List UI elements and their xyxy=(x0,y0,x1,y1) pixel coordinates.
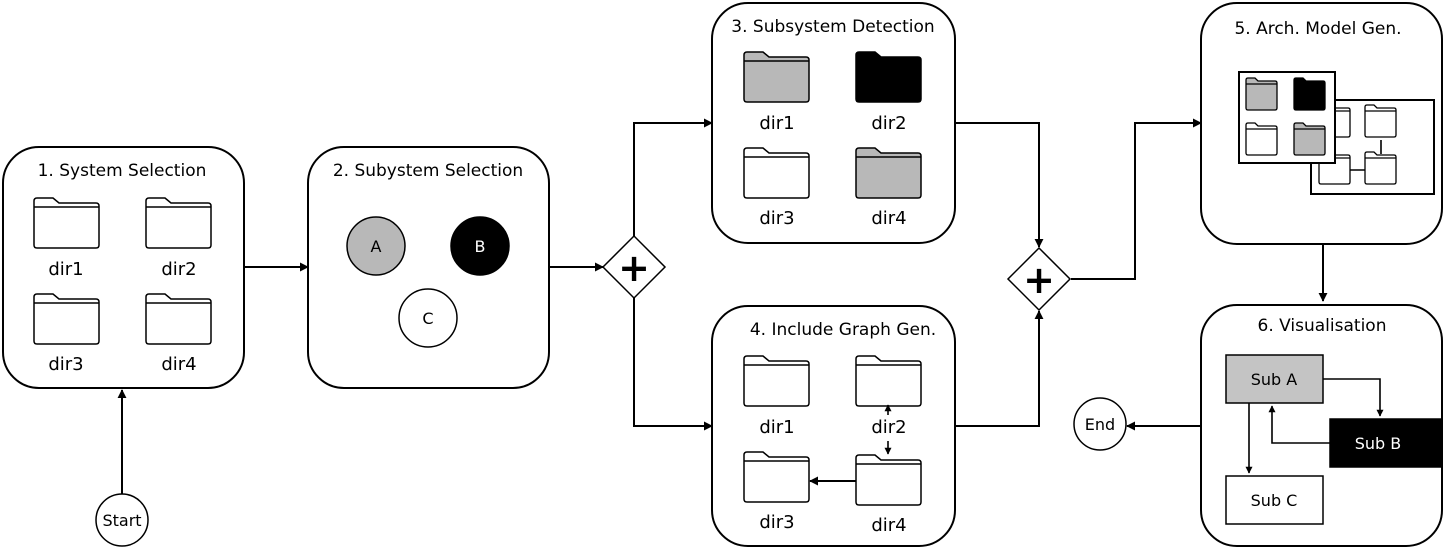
split-to-stage3-arrow xyxy=(633,118,713,236)
stage-subsystem-selection: 2. Subystem Selection A B C xyxy=(307,146,550,389)
subsystem-c-box xyxy=(1225,475,1324,525)
folder-label: dir4 xyxy=(871,208,906,229)
folder-label: dir2 xyxy=(161,259,196,280)
folder-icon xyxy=(1245,122,1278,156)
folder-icon xyxy=(743,147,810,199)
stage3-box xyxy=(711,2,956,244)
folder-label: dir2 xyxy=(871,417,906,438)
folder-icon xyxy=(1293,77,1326,111)
subsystem-b-box xyxy=(1329,418,1443,468)
folder-icon xyxy=(743,451,810,503)
subsystem-node-b xyxy=(450,216,510,276)
subsystem-node-c-label: C xyxy=(422,309,433,328)
stage-subsystem-detection: 3. Subsystem Detection dir1 dir2 dir3 di… xyxy=(711,2,956,244)
start-label: Start xyxy=(102,511,141,530)
join-gateway-plus: + xyxy=(1023,258,1055,302)
stage2-box xyxy=(307,146,550,389)
folder-icon xyxy=(1364,104,1397,138)
edge-b-to-a xyxy=(1268,405,1330,444)
folder-label: dir3 xyxy=(759,208,794,229)
end-event: End xyxy=(1073,397,1127,451)
folder-label: dir4 xyxy=(871,515,906,536)
folder-icon xyxy=(855,454,922,506)
folder-label: dir4 xyxy=(161,354,196,375)
split-gateway-plus: + xyxy=(618,246,650,290)
stage3-to-join-arrow xyxy=(955,122,1044,248)
join-to-stage5-arrow xyxy=(1071,118,1202,280)
folder-icon xyxy=(743,355,810,407)
stage1-box xyxy=(2,146,245,389)
connectors xyxy=(117,118,1328,497)
folder-icon xyxy=(855,355,922,407)
folder-label: dir1 xyxy=(759,417,794,438)
subsystem-a-label: Sub A xyxy=(1251,370,1298,389)
split-to-stage4-arrow xyxy=(633,298,713,431)
subsystem-node-c xyxy=(398,288,458,348)
folder-icon xyxy=(1245,77,1278,111)
stage4-to-join-arrow xyxy=(955,310,1044,427)
folder-label: dir3 xyxy=(759,512,794,533)
stage4-title: 4. Include Graph Gen. xyxy=(750,320,936,340)
subsystem-node-a-label: A xyxy=(371,237,382,256)
folder-icon xyxy=(1293,122,1326,156)
stage6-title: 6. Visualisation xyxy=(1258,316,1387,336)
folder-icon xyxy=(1364,151,1397,185)
folder-label: dir2 xyxy=(871,113,906,134)
folder-label: dir1 xyxy=(759,113,794,134)
end-label: End xyxy=(1085,415,1115,434)
subsystem-b-label: Sub B xyxy=(1355,434,1402,453)
stage-system-selection: 1. System Selection dir1 dir2 dir3 dir4 xyxy=(2,146,245,389)
architecture-model-graphic xyxy=(1238,71,1435,195)
folder-icon xyxy=(743,51,810,103)
stage3-title: 3. Subsystem Detection xyxy=(731,17,934,37)
folder-label: dir3 xyxy=(48,354,83,375)
subsystem-a-box xyxy=(1225,354,1324,404)
folder-icon xyxy=(33,293,100,345)
stage-include-graph-gen: 4. Include Graph Gen. dir1 dir2 dir3 dir… xyxy=(711,305,956,547)
stage-arch-model-gen: 5. Arch. Model Gen. xyxy=(1200,2,1443,245)
start-event: Start xyxy=(95,493,149,547)
folder-icon xyxy=(33,197,100,249)
stage4-box xyxy=(711,305,956,547)
folder-icon xyxy=(145,293,212,345)
subsystem-node-a xyxy=(346,216,406,276)
folder-icon xyxy=(855,51,922,103)
stage1-title: 1. System Selection xyxy=(38,161,207,181)
folder-icon xyxy=(145,197,212,249)
folder-icon xyxy=(855,147,922,199)
stage5-title: 5. Arch. Model Gen. xyxy=(1234,19,1401,39)
stage2-title: 2. Subystem Selection xyxy=(333,161,523,181)
stage-visualisation: 6. Visualisation Sub A Sub B Sub C xyxy=(1200,304,1443,547)
edge-a-to-b xyxy=(1323,378,1384,417)
subsystem-c-label: Sub C xyxy=(1251,491,1298,510)
folder-label: dir1 xyxy=(48,259,83,280)
subsystem-node-b-label: B xyxy=(475,237,486,256)
join-gateway: + xyxy=(1006,246,1072,312)
split-gateway: + xyxy=(601,234,667,300)
